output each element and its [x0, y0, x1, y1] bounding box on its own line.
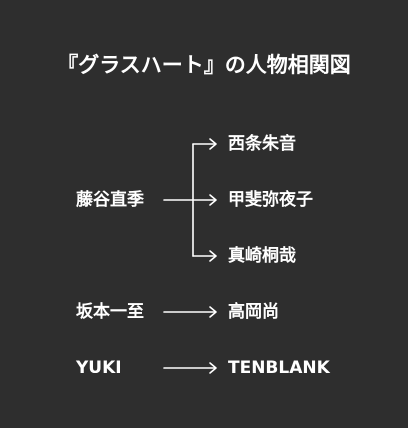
- source-node-yuki: YUKI: [76, 358, 122, 378]
- target-node-kai: 甲斐弥夜子: [228, 190, 313, 210]
- source-node-fujitani: 藤谷直季: [76, 190, 144, 210]
- arrow-head-icon: [209, 306, 217, 318]
- arrow-head-icon: [209, 250, 217, 262]
- arrow-connector-group3: [163, 362, 217, 374]
- target-node-takaoka: 高岡尚: [228, 302, 279, 322]
- arrow-head-icon: [209, 362, 217, 374]
- arrow-head-icon: [209, 138, 217, 150]
- target-node-masaki: 真崎桐哉: [228, 246, 296, 266]
- source-node-sakamoto: 坂本一至: [76, 302, 144, 322]
- target-node-tenblank: TENBLANK: [228, 358, 330, 378]
- arrow-head-icon: [209, 194, 217, 206]
- branch-connector-group1: [163, 138, 217, 262]
- diagram-title: 『グラスハート』の人物相関図: [57, 53, 351, 77]
- arrow-connector-group2: [163, 306, 217, 318]
- target-node-saijo: 西条朱音: [228, 134, 296, 154]
